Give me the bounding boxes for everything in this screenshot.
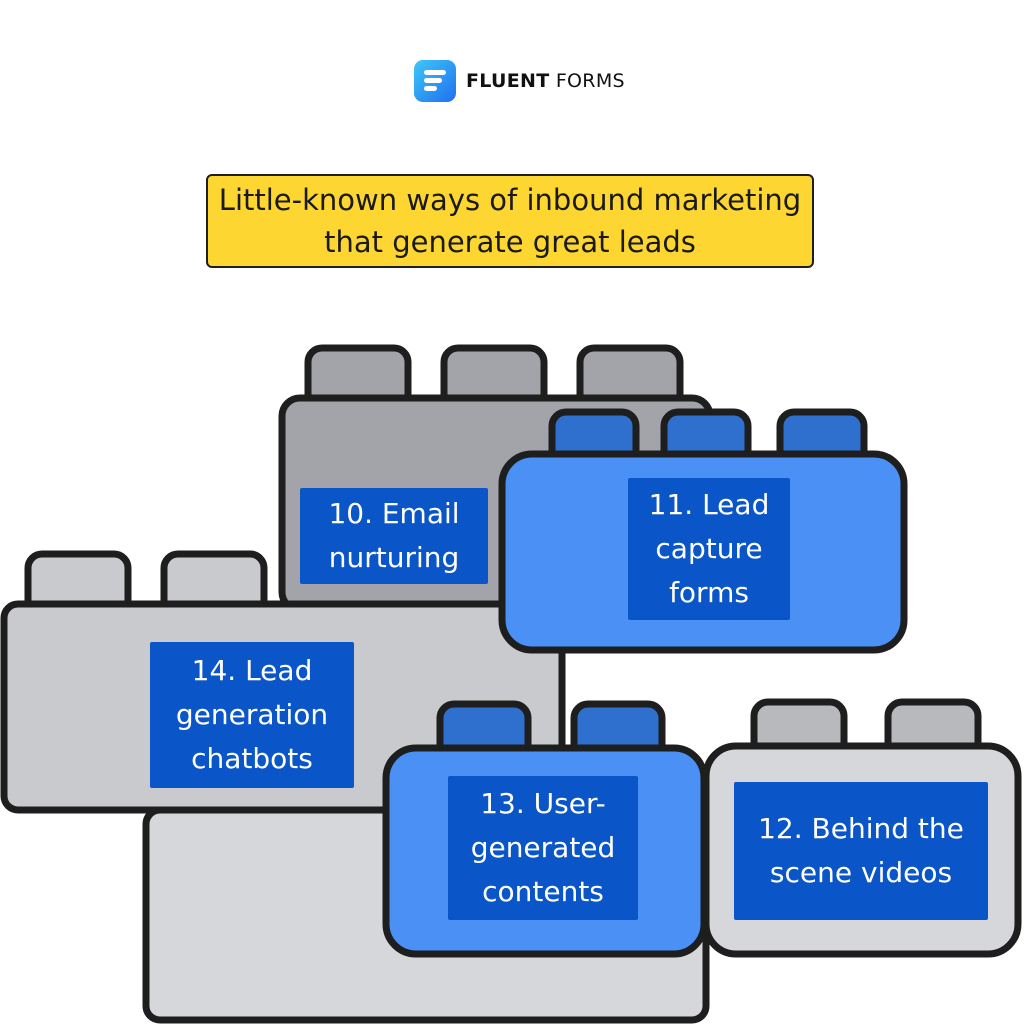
item-label-14: 14. Lead generation chatbots: [150, 642, 354, 788]
item-label-11: 11. Lead capture forms: [628, 478, 790, 620]
item-label-13: 13. User-generated contents: [448, 776, 638, 920]
page-title: Little-known ways of inbound marketing t…: [218, 183, 802, 259]
brand-logo: FLUENT FORMS: [414, 60, 625, 102]
title-banner: Little-known ways of inbound marketing t…: [206, 174, 814, 268]
brand-name: FLUENT FORMS: [466, 70, 625, 92]
item-label-10: 10. Email nurturing: [300, 488, 488, 584]
brand-name-bold: FLUENT: [466, 70, 550, 92]
brand-name-light: FORMS: [555, 70, 625, 92]
item-label-12: 12. Behind the scene videos: [734, 782, 988, 920]
fluent-forms-logo-icon: [414, 60, 456, 102]
